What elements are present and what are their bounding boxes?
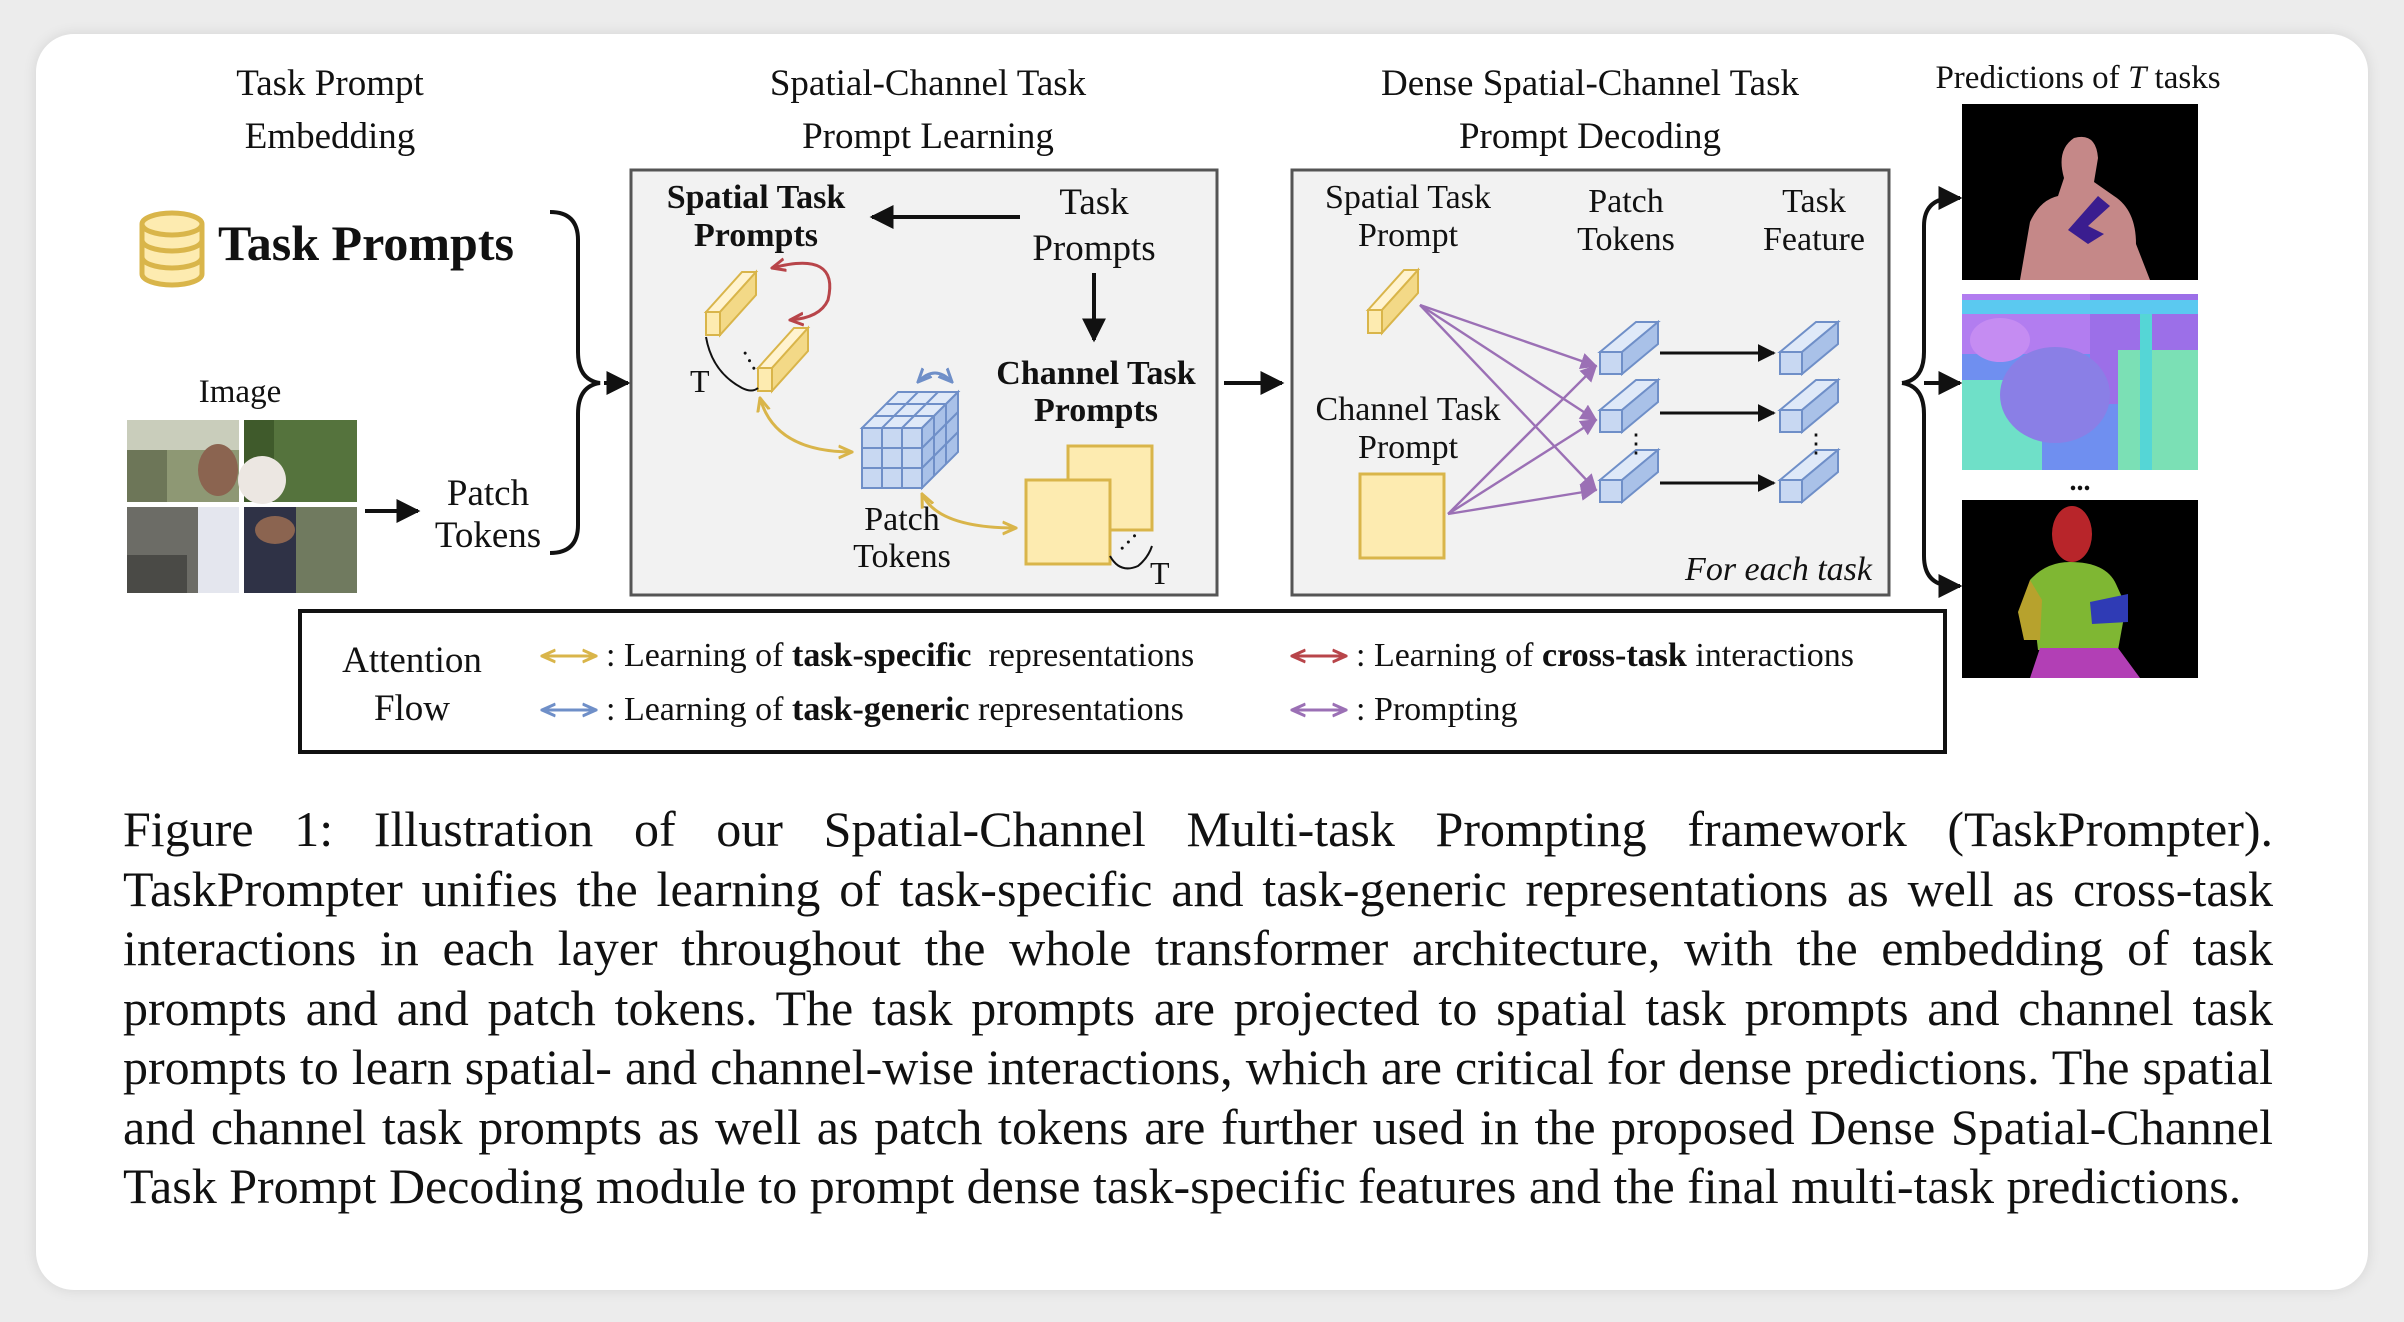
- header-decoding-line1: Dense Spatial-Channel Task: [1381, 63, 1800, 104]
- channel-t-symbol: T: [1150, 555, 1170, 591]
- image-label: Image: [199, 374, 281, 410]
- prediction-part-segmentation: [1962, 500, 2198, 678]
- patch-token-ellipsis: ⋮: [1623, 429, 1649, 458]
- learning-spatial-task-prompts-line2: Prompts: [694, 217, 818, 254]
- database-icon: [139, 210, 205, 288]
- header-learning-line2: Prompt Learning: [802, 116, 1054, 157]
- embedding-patch-tokens-line2: Tokens: [435, 515, 541, 556]
- learning-patch-token-grid: [859, 389, 961, 491]
- legend-item-cross-task: : Learning of cross-task interactions: [1356, 637, 1854, 674]
- header-embedding-line2: Embedding: [245, 116, 416, 157]
- task-feature-ellipsis: ⋮: [1803, 429, 1829, 458]
- spatial-t-brace: [705, 336, 759, 392]
- decoding-task-feature-line2: Feature: [1763, 221, 1865, 258]
- learning-spatial-task-prompts-line1: Spatial Task: [667, 179, 846, 216]
- feature-arrows: [1660, 344, 1776, 492]
- task-prompts-title: Task Prompts: [218, 215, 514, 271]
- decoding-task-feature-line1: Task: [1782, 183, 1846, 220]
- legend-title-line2: Flow: [374, 688, 450, 729]
- prediction-normals: [1962, 294, 2198, 470]
- legend-item-task-specific: : Learning of task-specific representati…: [606, 637, 1194, 674]
- prediction-ellipsis: ...: [2070, 466, 2091, 497]
- spatial-t-symbol: T: [690, 363, 710, 399]
- input-image-patches: [127, 420, 357, 593]
- learning-patch-tokens-line1: Patch: [864, 501, 940, 538]
- for-each-task-label: For each task: [1684, 551, 1873, 588]
- channel-t-brace: [1109, 545, 1153, 570]
- learning-channel-task-prompts-line1: Channel Task: [996, 355, 1195, 392]
- input-brace: [549, 210, 601, 555]
- figure-caption: Figure 1: Illustration of our Spatial-Ch…: [123, 801, 2273, 1214]
- decoding-spatial-task-prompt-line2: Prompt: [1358, 217, 1459, 254]
- legend-item-task-generic: : Learning of task-generic representatio…: [606, 691, 1184, 728]
- header-predictions: Predictions of T tasks: [1935, 60, 2220, 96]
- output-brace: [1901, 196, 1951, 588]
- learning-patch-tokens-line2: Tokens: [853, 538, 951, 575]
- task-generic-arrow: [918, 373, 952, 382]
- cross-task-arrow: [772, 263, 832, 320]
- patch-to-channel-arrow: [922, 494, 1016, 528]
- header-embedding-line1: Task Prompt: [236, 63, 424, 104]
- prediction-segmentation: [1962, 104, 2198, 280]
- channel-prompt-square-front: [1024, 478, 1112, 566]
- header-learning-line1: Spatial-Channel Task: [770, 63, 1087, 104]
- decoding-spatial-task-prompt-line1: Spatial Task: [1325, 179, 1491, 216]
- decoding-channel-task-prompt-line2: Prompt: [1358, 429, 1459, 466]
- spatial-to-patch-arrow: [760, 398, 852, 452]
- header-decoding-line2: Prompt Decoding: [1459, 116, 1721, 157]
- legend-box: [298, 609, 1947, 754]
- decoding-patch-tokens-line2: Tokens: [1577, 221, 1675, 258]
- legend-title-line1: Attention: [342, 640, 482, 681]
- embedding-patch-tokens-line1: Patch: [447, 473, 530, 514]
- learning-task-prompts-line2: Prompts: [1032, 228, 1155, 269]
- decoding-channel-task-prompt-line1: Channel Task: [1316, 391, 1501, 428]
- prompting-arrows: [1419, 303, 1598, 516]
- decoding-channel-prompt-square: [1358, 472, 1446, 560]
- legend-item-prompting: : Prompting: [1356, 691, 1518, 728]
- learning-channel-task-prompts-line2: Prompts: [1034, 392, 1158, 429]
- decoding-patch-tokens-line1: Patch: [1588, 183, 1664, 220]
- learning-task-prompts-line1: Task: [1059, 182, 1129, 223]
